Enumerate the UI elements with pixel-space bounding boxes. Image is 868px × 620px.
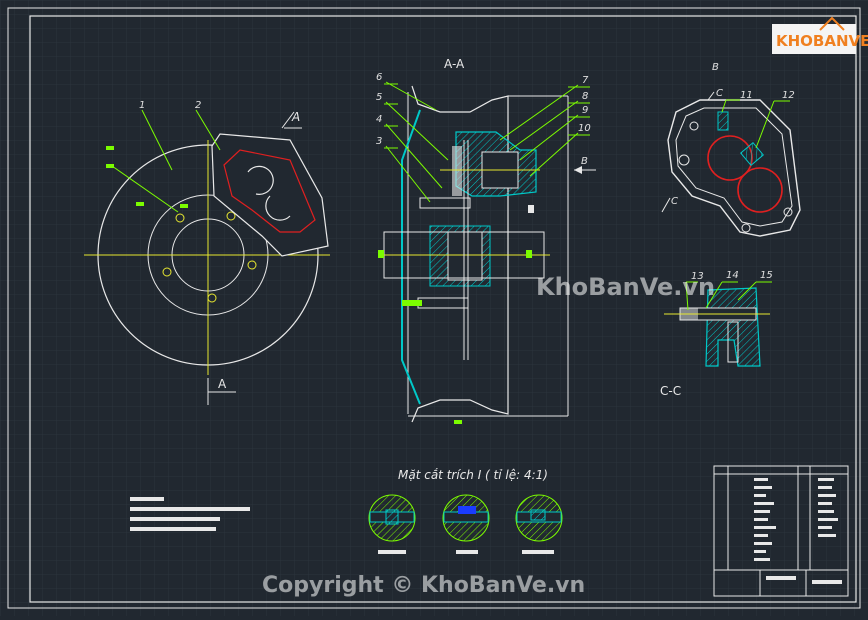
section-aa-view	[378, 81, 596, 424]
section-marker-c-left: C	[671, 196, 678, 207]
part-number-8: 8	[582, 91, 588, 102]
section-marker-a-top: A	[291, 110, 300, 124]
watermark-center: KhoBanVe.vn	[536, 273, 715, 301]
logo-text: KHOBANVE	[776, 32, 868, 50]
part-number-10: 10	[578, 123, 591, 134]
title-block	[713, 465, 849, 597]
part-number-14: 14	[726, 270, 739, 281]
watermark-bottom: Copyright © KhoBanVe.vn	[262, 573, 585, 598]
part-number-1: 1	[139, 100, 145, 111]
part-number-5: 5	[376, 92, 382, 103]
detail-caption: Mặt cắt trích I ( tỉ lệ: 4:1)	[398, 468, 548, 482]
part-number-7: 7	[582, 75, 589, 86]
khobanve-logo: KHOBANVE	[772, 16, 868, 54]
section-marker-c-top: C	[716, 88, 723, 99]
view-b-arrow-label: B	[581, 156, 588, 167]
front-view-disc	[84, 109, 330, 405]
section-cc-view	[664, 281, 772, 367]
part-number-15: 15	[760, 270, 773, 281]
part-number-12: 12	[782, 90, 795, 101]
part-number-13: 13	[691, 271, 704, 282]
section-title-cc: C-C	[660, 384, 681, 398]
view-b-caliper	[661, 91, 801, 237]
detail-views	[368, 494, 563, 554]
part-number-11: 11	[740, 90, 753, 101]
part-number-4: 4	[376, 114, 382, 125]
section-title-aa: A-A	[444, 57, 465, 71]
title-block-rows	[754, 478, 842, 584]
view-b-title: B	[712, 62, 719, 73]
technical-notes-block	[130, 497, 250, 531]
part-number-6: 6	[376, 72, 382, 83]
section-marker-a-bottom: A	[218, 377, 227, 391]
outer-frame	[7, 7, 861, 609]
part-number-2: 2	[195, 100, 201, 111]
inner-frame	[29, 15, 857, 603]
part-number-3: 3	[376, 136, 382, 147]
part-number-9: 9	[582, 105, 588, 116]
